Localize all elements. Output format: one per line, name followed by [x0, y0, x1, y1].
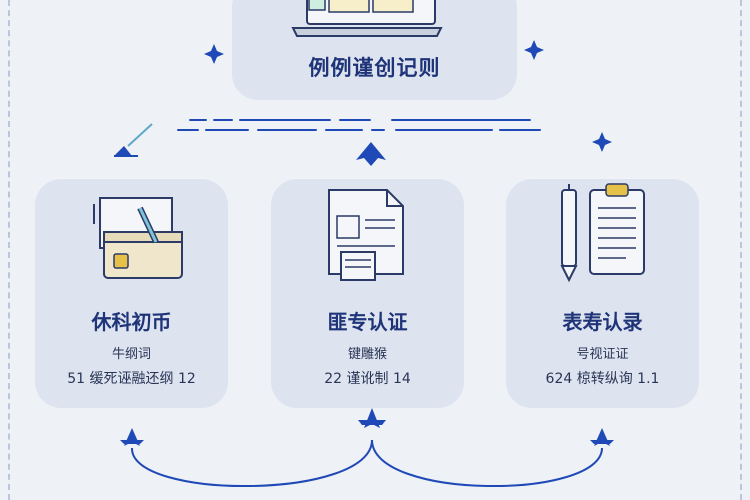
panel-card-3: 表寿认录 号视证证 624 椋转纵询 1.1 [506, 178, 699, 408]
right-guide [740, 0, 742, 500]
panel-subtitle: 键雕猴 [347, 347, 387, 362]
panel-title: 休科初币 [91, 310, 172, 334]
top-card: 例例谨创记则 [232, 0, 517, 100]
mountain-icon [114, 123, 153, 157]
panel-card-2: 匪专认证 键雕猴 22 谨讹制 14 [271, 178, 464, 408]
sparkle-icon [592, 132, 612, 152]
panel-subtitle: 牛纲词 [111, 347, 151, 362]
panel-subtitle: 号视证证 [576, 347, 629, 362]
panel-detail: 51 缓死诬融还纲 12 [67, 371, 196, 387]
laptop-document-icon [287, 0, 447, 44]
panel-card-1: 休科初币 牛纲词 51 缓死诬融还纲 12 [35, 178, 228, 408]
marker-icon [590, 428, 614, 446]
panel-detail: 22 谨讹制 14 [324, 371, 411, 387]
panel-title: 匪专认证 [327, 310, 408, 334]
document-icon [323, 186, 413, 290]
left-guide [8, 0, 10, 500]
sparkle-icon [524, 40, 544, 60]
header-title: 例例谨创记则 [308, 56, 441, 80]
marker-icon [358, 408, 386, 428]
sparkle-icon [204, 44, 224, 64]
card-chip-icon [90, 194, 185, 288]
panel-detail: 624 椋转纵询 1.1 [545, 371, 660, 387]
pencil-clipboard-icon [556, 180, 656, 294]
marker-icon [120, 428, 144, 446]
panel-title: 表寿认录 [562, 310, 643, 334]
up-arrow-icon [356, 142, 386, 166]
